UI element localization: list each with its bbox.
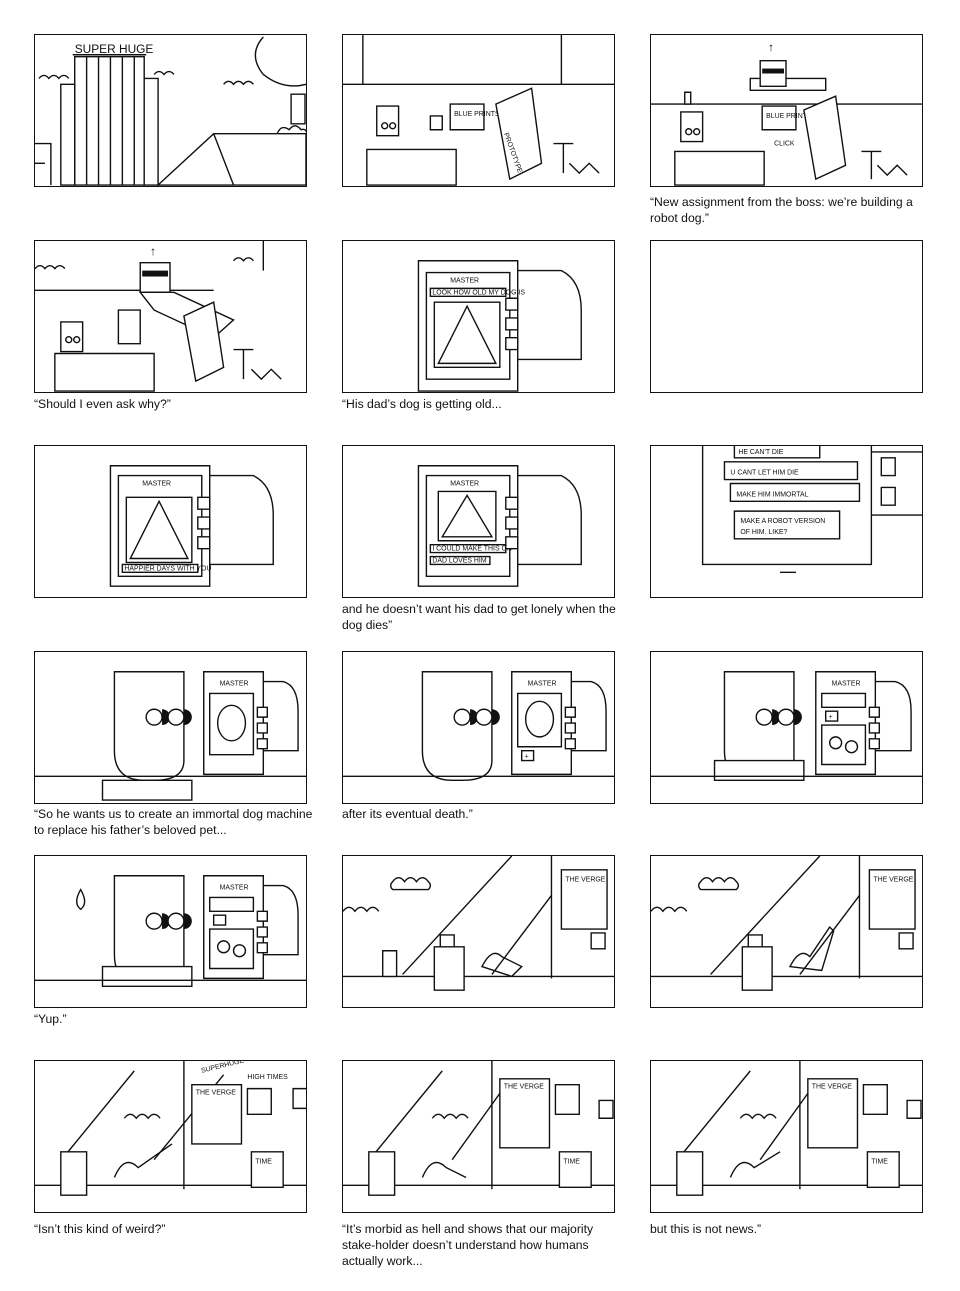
- dog-gallery: [822, 725, 866, 764]
- svg-text:↑: ↑: [768, 40, 774, 54]
- office-magazines-scene: THE VERGE TIME: [343, 1061, 614, 1212]
- chat-message: LOOK HOW OLD MY DOG IS: [432, 289, 525, 296]
- app-title: MASTER: [832, 681, 861, 688]
- time-magazine: TIME: [255, 1159, 272, 1166]
- app-title: MASTER: [450, 480, 479, 487]
- panel-1: SUPER HUGE: [34, 34, 307, 187]
- caption-17: “It’s morbid as hell and shows that our …: [342, 1222, 594, 1268]
- panel-4: ↑: [34, 240, 307, 393]
- panel-12: MASTER +: [650, 651, 923, 804]
- dog-gallery: [210, 929, 254, 968]
- panel-15: THE VERGE: [650, 855, 923, 1008]
- panel-9: HE CAN'T DIE U CANT LET HIM DIE MAKE HIM…: [650, 445, 923, 598]
- face-sweat-drop: MASTER: [35, 856, 306, 1007]
- boss-head: [760, 61, 786, 87]
- character-face: [114, 672, 183, 781]
- phone-closeup: MASTER LOOK HOW OLD MY DOG IS: [343, 241, 614, 392]
- chat-message-1: HE CAN'T DIE: [738, 449, 783, 456]
- panel-16: SUPERHUGE HIGH TIMES THE VERGE TIME: [34, 1060, 307, 1213]
- panel-8: MASTER I COULD MAKE THIS ON DAD LOVES HI…: [342, 445, 615, 598]
- caption-4: “Should I even ask why?”: [34, 397, 171, 411]
- app-title: MASTER: [528, 681, 557, 688]
- caption-10: “So he wants us to create an immortal do…: [34, 807, 313, 837]
- face-with-phone: MASTER +: [343, 652, 614, 803]
- chat-message-3: MAKE HIM IMMORTAL: [736, 491, 808, 498]
- office-magazines-scene: SUPERHUGE HIGH TIMES THE VERGE TIME: [35, 1061, 306, 1212]
- app-title: MASTER: [220, 681, 249, 688]
- caption-8: and he doesn’t want his dad to get lonel…: [342, 602, 616, 632]
- app-title: MASTER: [142, 480, 171, 487]
- character-head: [377, 106, 399, 136]
- poster-text: BLUE PRINTS: [766, 113, 812, 120]
- caption-18: but this is not news.”: [650, 1222, 762, 1236]
- app-title: MASTER: [220, 885, 249, 892]
- panel-10: MASTER: [34, 651, 307, 804]
- superhuge-label: SUPERHUGE: [201, 1061, 246, 1075]
- poster-text: BLUE PRINTS: [454, 111, 500, 118]
- time-magazine: TIME: [563, 1159, 580, 1166]
- sweat-drop: [77, 890, 85, 910]
- add-button[interactable]: [522, 751, 534, 761]
- phone: [118, 310, 140, 344]
- panel-14: THE VERGE: [342, 855, 615, 1008]
- app-title: MASTER: [450, 277, 479, 284]
- boss-head: [140, 263, 170, 293]
- face-with-phone: MASTER: [35, 652, 306, 803]
- high-times-label: HIGH TIMES: [247, 1074, 288, 1081]
- panel-6: [650, 240, 923, 393]
- magazine-cover: [192, 1085, 242, 1144]
- magazine-title: THE VERGE: [873, 877, 913, 884]
- caption-11: after its eventual death.”: [342, 807, 473, 821]
- magazine-title: THE VERGE: [504, 1084, 544, 1091]
- panel-11: MASTER +: [342, 651, 615, 804]
- office-window-scene: THE VERGE: [343, 856, 614, 1007]
- boss-enters-scene: ↑ BLUE PRINTS CLICK: [651, 40, 922, 186]
- panel-3: ↑ BLUE PRINTS CLICK: [650, 34, 923, 187]
- panel-13: MASTER: [34, 855, 307, 1008]
- click-sfx: CLICK: [774, 141, 795, 148]
- office-building-scene: SUPER HUGE: [35, 35, 306, 186]
- face-with-phone: MASTER +: [651, 652, 922, 803]
- panel-18: THE VERGE TIME: [650, 1060, 923, 1213]
- time-magazine: TIME: [871, 1159, 888, 1166]
- panel-2: BLUE PRINTS PROTOTYPE: [342, 34, 615, 187]
- office-window-scene: THE VERGE: [651, 856, 922, 1007]
- panel-17: THE VERGE TIME: [342, 1060, 615, 1213]
- caption-3: “New assignment from the boss: we’re bui…: [650, 195, 913, 225]
- office-desk-scene: BLUE PRINTS PROTOTYPE: [343, 35, 614, 186]
- building-sign: SUPER HUGE: [75, 42, 154, 56]
- magazine-title: THE VERGE: [196, 1090, 236, 1097]
- magazine-title: THE VERGE: [812, 1084, 852, 1091]
- boss-hands-phone-scene: ↑: [35, 241, 306, 392]
- chat-message: HAPPIER DAYS WITH YOU: [124, 565, 211, 572]
- panel-7: MASTER HAPPIER DAYS WITH YOU: [34, 445, 307, 598]
- caption-13: “Yup.”: [34, 1012, 67, 1026]
- phone-dog-photo: MASTER HAPPIER DAYS WITH YOU: [35, 446, 306, 597]
- magazine-cover: [561, 870, 607, 929]
- phone-chat: MASTER I COULD MAKE THIS ON DAD LOVES HI…: [343, 446, 614, 597]
- chat-message-4a: MAKE A ROBOT VERSION: [740, 518, 825, 525]
- caption-16: “Isn’t this kind of weird?”: [34, 1222, 166, 1236]
- svg-text:↑: ↑: [150, 244, 156, 258]
- panel-5: MASTER LOOK HOW OLD MY DOG IS: [342, 240, 615, 393]
- caption-5: “His dad’s dog is getting old...: [342, 397, 502, 411]
- chat-closeup: HE CAN'T DIE U CANT LET HIM DIE MAKE HIM…: [651, 446, 922, 597]
- chat-message-2: DAD LOVES HIM: [432, 557, 487, 564]
- svg-text:+: +: [829, 714, 833, 721]
- add-button[interactable]: [826, 711, 838, 721]
- chat-message-4b: OF HIM. LIKE?: [740, 529, 787, 536]
- magazine-title: THE VERGE: [565, 877, 605, 884]
- svg-text:+: +: [525, 754, 529, 761]
- chat-message-2: U CANT LET HIM DIE: [730, 470, 799, 477]
- office-magazines-scene: THE VERGE TIME: [651, 1061, 922, 1212]
- chat-message-1: I COULD MAKE THIS ON: [432, 546, 512, 553]
